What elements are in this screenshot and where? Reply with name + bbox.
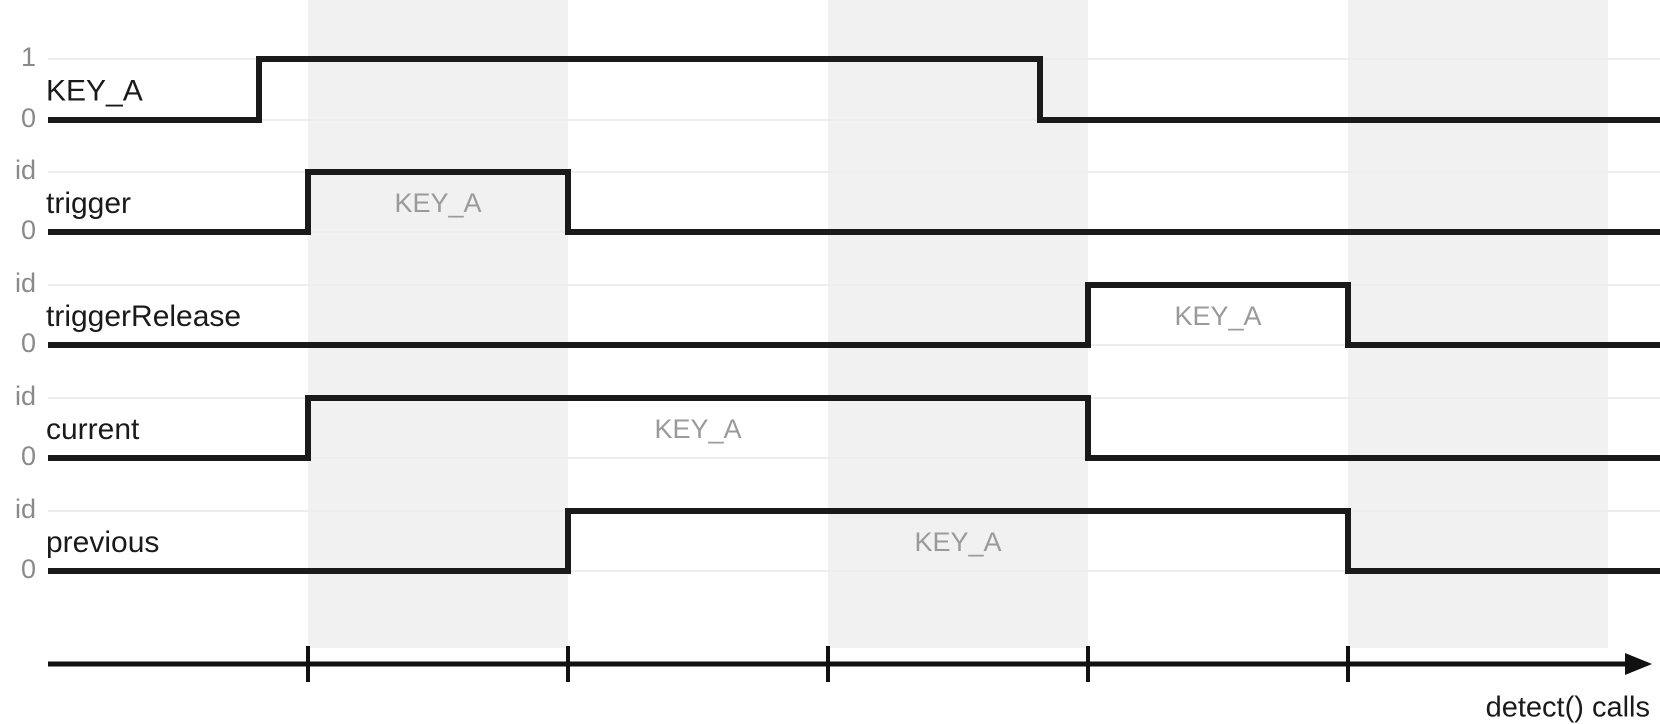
waveform-current (48, 395, 1660, 461)
level-label-low-current: 0 (21, 441, 36, 471)
waveform-trigger (48, 169, 1660, 235)
level-label-low-triggerRelease: 0 (21, 328, 36, 358)
signal-waveforms (48, 56, 1660, 574)
level-label-high-triggerRelease: id (15, 268, 36, 298)
level-label-low-previous: 0 (21, 554, 36, 584)
waveform-KEY_A (48, 56, 1660, 123)
column-band (828, 0, 1088, 648)
row-name-trigger: trigger (46, 187, 131, 220)
pulse-label-previous: KEY_A (914, 527, 1001, 557)
pulse-label-current: KEY_A (654, 414, 741, 444)
waveform-triggerRelease (48, 282, 1660, 348)
row-name-triggerRelease: triggerRelease (46, 300, 241, 333)
column-band (308, 0, 568, 648)
axis-caption: detect() calls (1486, 692, 1650, 724)
row-name-KEY_A: KEY_A (46, 74, 143, 107)
pulse-label-trigger: KEY_A (394, 188, 481, 218)
level-label-high-previous: id (15, 494, 36, 524)
level-label-high-KEY_A: 1 (21, 42, 36, 72)
row-name-current: current (46, 413, 140, 446)
waveform-previous (48, 508, 1660, 574)
row-name-previous: previous (46, 526, 159, 559)
shaded-column-bands (308, 0, 1608, 648)
pulse-label-triggerRelease: KEY_A (1174, 301, 1261, 331)
level-label-low-KEY_A: 0 (21, 103, 36, 133)
axis-arrow-icon (1625, 653, 1652, 675)
x-axis: detect() calls (48, 646, 1652, 724)
column-band (1348, 0, 1608, 648)
level-label-high-trigger: id (15, 155, 36, 185)
level-label-high-current: id (15, 381, 36, 411)
level-label-low-trigger: 0 (21, 215, 36, 245)
